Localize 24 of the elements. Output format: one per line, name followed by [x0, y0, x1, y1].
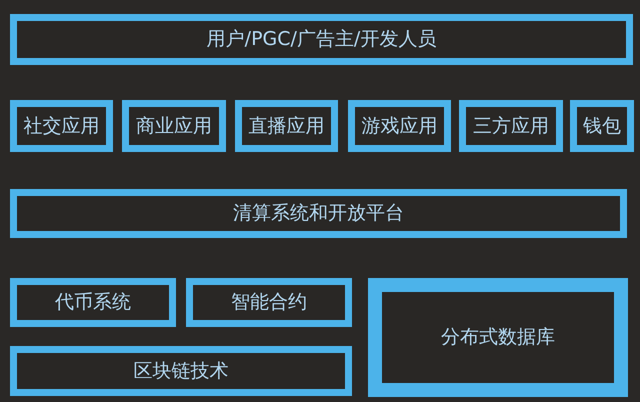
- layer-box: [10, 14, 633, 65]
- layer-box: [10, 189, 627, 238]
- module-box: [122, 100, 226, 152]
- box-label: 游戏应用: [362, 114, 438, 138]
- box-label: 区块链技术: [134, 360, 228, 382]
- box-label: 智能合约: [231, 291, 307, 314]
- box-label: 直播应用: [248, 114, 324, 138]
- module-box: [10, 100, 113, 152]
- box-label: 用户/PGC/广告主/开发人员: [206, 28, 436, 51]
- box-label: 商业应用: [136, 114, 212, 138]
- layer-box: [10, 346, 352, 396]
- module-box: [570, 100, 634, 152]
- box-label: 分布式数据库: [441, 326, 555, 349]
- box-label: 社交应用: [24, 114, 100, 138]
- module-box: [348, 100, 451, 152]
- box-label: 钱包: [583, 114, 621, 138]
- box-label: 清算系统和开放平台: [233, 202, 404, 225]
- layer-box: [368, 278, 628, 397]
- module-box: [186, 278, 352, 327]
- module-box: [10, 278, 176, 327]
- box-label: 代币系统: [55, 291, 131, 314]
- box-label: 三方应用: [473, 114, 549, 138]
- module-box: [235, 100, 338, 152]
- module-box: [459, 100, 563, 152]
